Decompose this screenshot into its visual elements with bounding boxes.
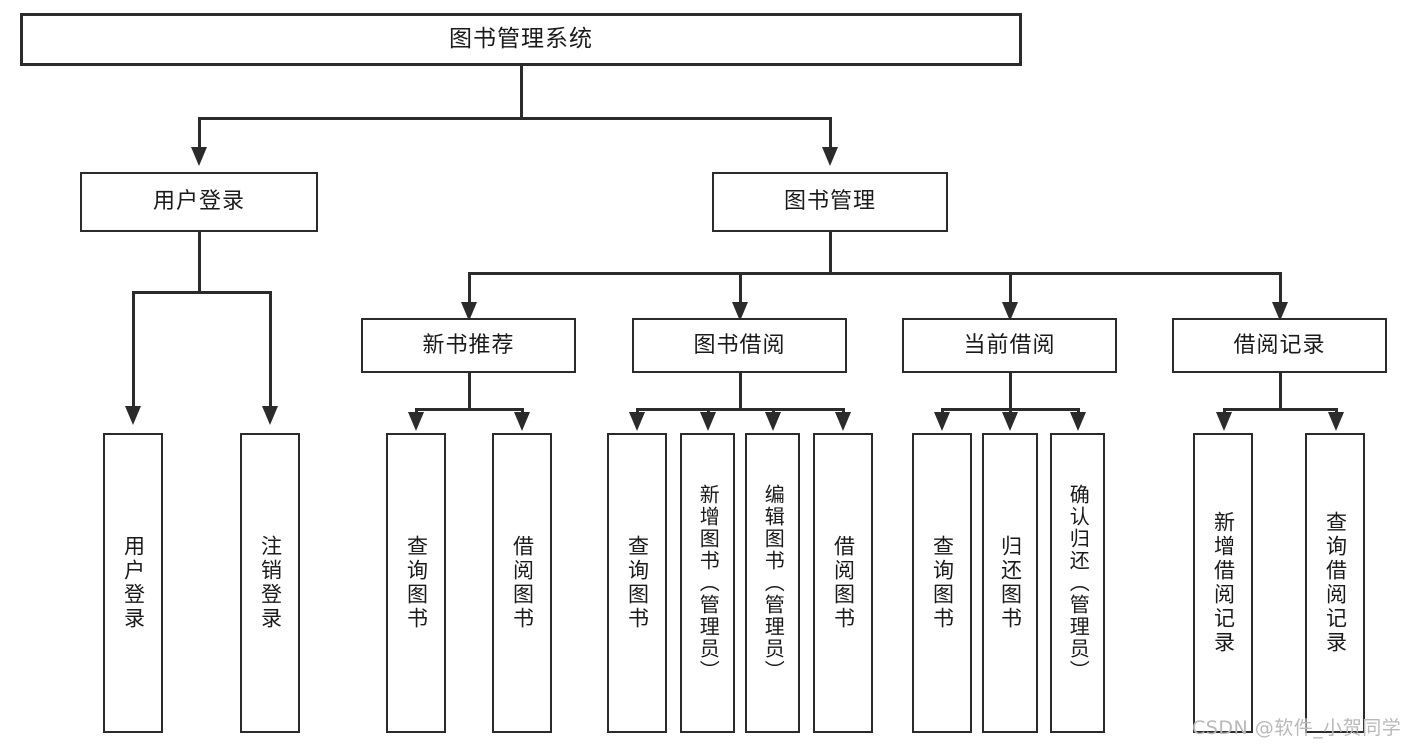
node-label: 图书借阅	[693, 332, 786, 358]
connector-book-borrow-bus	[637, 408, 844, 411]
node-book-manage[interactable]: 图书管理	[712, 172, 948, 232]
connector-to-borrow-record	[1279, 272, 1282, 305]
arrowhead-borrow-record	[1272, 302, 1288, 321]
arrowhead-leaf-query-book-3	[934, 412, 950, 431]
arrowhead-leaf-query-book-1	[408, 412, 424, 431]
node-label: 借阅图书	[831, 535, 856, 631]
node-leaf-confirm-return[interactable]: 确认归还（管理员）	[1050, 433, 1105, 733]
connector-to-current-borrow	[1009, 272, 1012, 305]
csdn-watermark: CSDN @软件_小贺同学	[1192, 717, 1402, 739]
node-leaf-return-book[interactable]: 归还图书	[982, 433, 1038, 733]
node-label: 归还图书	[998, 535, 1023, 631]
connector-borrow-record-bus	[1224, 408, 1337, 411]
node-label: 用户登录	[121, 535, 146, 631]
node-current-borrow[interactable]: 当前借阅	[902, 318, 1117, 373]
node-leaf-query-book-3[interactable]: 查询图书	[912, 433, 972, 733]
node-leaf-borrow-book-2[interactable]: 借阅图书	[813, 433, 873, 733]
node-leaf-logout-login[interactable]: 注销登录	[240, 433, 300, 733]
arrowhead-user-login	[191, 147, 207, 166]
node-label: 用户登录	[152, 189, 245, 215]
arrowhead-new-book-rec	[461, 302, 477, 321]
arrowhead-leaf-user-login	[125, 406, 141, 425]
node-leaf-query-book-1[interactable]: 查询图书	[386, 433, 446, 733]
node-label: 图书管理系统	[449, 26, 593, 53]
node-label: 查询图书	[625, 535, 650, 631]
node-leaf-query-book-2[interactable]: 查询图书	[607, 433, 667, 733]
node-label: 图书管理	[783, 189, 876, 215]
arrowhead-leaf-query-record	[1328, 412, 1344, 431]
arrowhead-leaf-add-record	[1216, 412, 1232, 431]
node-label: 查询图书	[930, 535, 955, 631]
arrowhead-leaf-return-book	[1002, 412, 1018, 431]
arrowhead-current-borrow	[1002, 302, 1018, 321]
node-leaf-add-book[interactable]: 新增图书（管理员）	[680, 433, 735, 733]
connector-root-bus	[199, 117, 832, 120]
connector-root-stem	[520, 66, 523, 118]
arrowhead-leaf-logout-login	[262, 406, 278, 425]
node-label: 当前借阅	[963, 332, 1056, 358]
node-label: 借阅记录	[1233, 332, 1326, 358]
arrowhead-leaf-confirm-return	[1070, 412, 1086, 431]
connector-borrow-record-stem	[1279, 373, 1282, 409]
node-label: 注销登录	[258, 535, 283, 631]
connector-to-new-book-rec	[468, 272, 471, 305]
node-label: 确认归还（管理员）	[1066, 484, 1091, 682]
connector-book-borrow-stem	[739, 373, 742, 409]
node-label: 新增图书（管理员）	[696, 484, 721, 682]
node-root-system[interactable]: 图书管理系统	[20, 13, 1022, 66]
connector-user-login-stem	[198, 232, 201, 292]
node-label: 新书推荐	[422, 332, 515, 358]
connector-user-login-right	[269, 291, 272, 409]
connector-user-login-bus	[133, 291, 271, 294]
node-user-login[interactable]: 用户登录	[80, 172, 318, 232]
arrowhead-leaf-edit-book	[765, 412, 781, 431]
arrowhead-book-manage	[822, 147, 838, 166]
node-label: 编辑图书（管理员）	[761, 484, 786, 682]
connector-root-to-book-manage	[829, 117, 832, 150]
connector-current-borrow-stem	[1009, 373, 1012, 409]
node-new-book-rec[interactable]: 新书推荐	[361, 318, 576, 373]
connector-book-manage-bus	[469, 272, 1281, 275]
arrowhead-leaf-query-book-2	[629, 412, 645, 431]
node-leaf-borrow-book-1[interactable]: 借阅图书	[492, 433, 552, 733]
node-book-borrow[interactable]: 图书借阅	[632, 318, 847, 373]
arrowhead-leaf-borrow-book-2	[835, 412, 851, 431]
arrowhead-leaf-borrow-book-1	[514, 412, 530, 431]
node-label: 查询借阅记录	[1323, 511, 1348, 655]
connector-root-to-user-login	[198, 117, 201, 150]
connector-new-book-rec-bus	[416, 408, 523, 411]
connector-to-book-borrow	[739, 272, 742, 305]
node-leaf-edit-book[interactable]: 编辑图书（管理员）	[745, 433, 800, 733]
node-leaf-add-record[interactable]: 新增借阅记录	[1193, 433, 1253, 733]
node-label: 查询图书	[404, 535, 429, 631]
node-borrow-record[interactable]: 借阅记录	[1172, 318, 1387, 373]
node-label: 借阅图书	[510, 535, 535, 631]
node-leaf-query-record[interactable]: 查询借阅记录	[1305, 433, 1365, 733]
connector-user-login-left	[132, 291, 135, 409]
connector-new-book-rec-stem	[468, 373, 471, 409]
arrowhead-leaf-add-book	[700, 412, 716, 431]
node-leaf-user-login[interactable]: 用户登录	[103, 433, 163, 733]
connector-book-manage-stem	[829, 232, 832, 273]
arrowhead-book-borrow	[732, 302, 748, 321]
node-label: 新增借阅记录	[1211, 511, 1236, 655]
